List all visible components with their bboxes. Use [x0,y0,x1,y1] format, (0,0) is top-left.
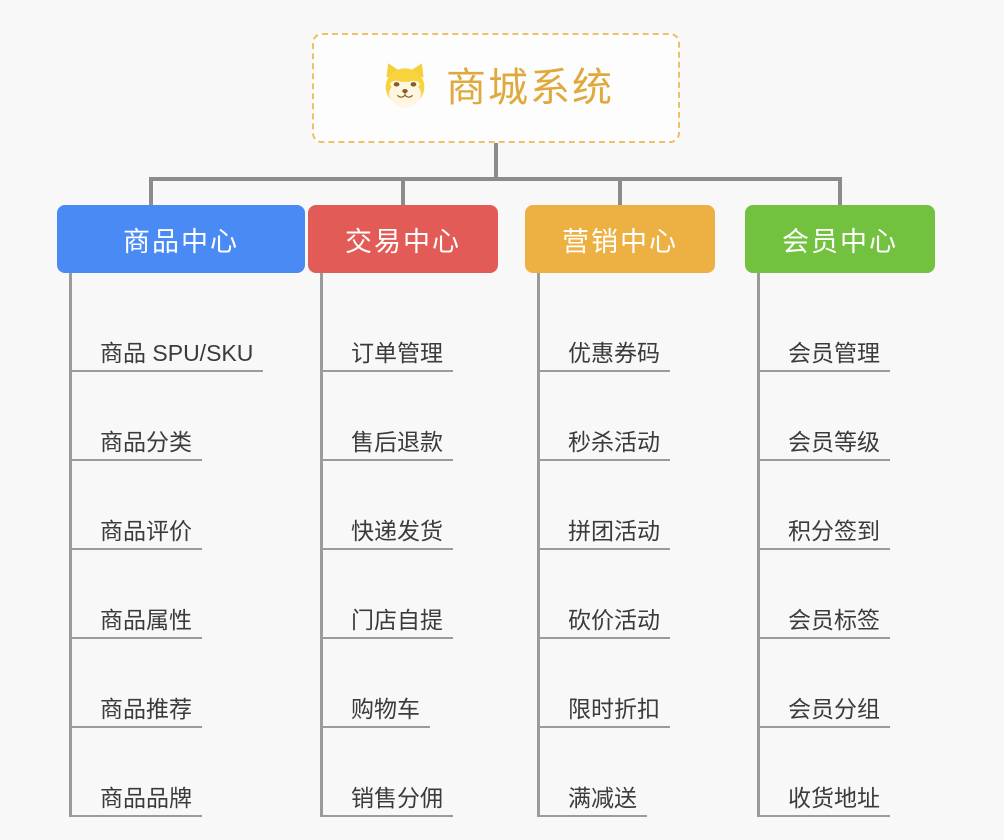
leaf-item[interactable]: 会员标签 [760,550,935,639]
branch-header-label-3: 会员中心 [782,226,898,257]
branch-header-1[interactable]: 交易中心 [308,205,498,273]
leaf-item[interactable]: 售后退款 [323,372,498,461]
branch-营销中心: 营销中心 优惠券码 秒杀活动 拼团活动 砍价活动 限时折扣 满减送 [525,205,715,817]
branch-header-2[interactable]: 营销中心 [525,205,715,273]
leaf-item[interactable]: 商品推荐 [72,639,305,728]
connector-drop-branch-3 [838,177,842,208]
leaf-item[interactable]: 商品分类 [72,372,305,461]
leaf-item[interactable]: 订单管理 [323,283,498,372]
leaf-item[interactable]: 优惠券码 [540,283,715,372]
leaf-label: 售后退款 [323,429,453,461]
leaf-label: 商品品牌 [72,785,202,817]
leaf-label: 砍价活动 [540,607,670,639]
leaf-label: 订单管理 [323,340,453,372]
leaf-item[interactable]: 积分签到 [760,461,935,550]
branch-body-2: 优惠券码 秒杀活动 拼团活动 砍价活动 限时折扣 满减送 [537,273,715,817]
leaf-label: 购物车 [323,696,430,728]
branch-header-0[interactable]: 商品中心 [57,205,305,273]
leaf-item[interactable]: 秒杀活动 [540,372,715,461]
leaf-item[interactable]: 商品 SPU/SKU [72,283,305,372]
branch-交易中心: 交易中心 订单管理 售后退款 快递发货 门店自提 购物车 销售分佣 [308,205,498,817]
leaf-item[interactable]: 限时折扣 [540,639,715,728]
leaf-label: 商品推荐 [72,696,202,728]
branch-header-label-1: 交易中心 [345,226,461,257]
leaf-label: 秒杀活动 [540,429,670,461]
leaf-item[interactable]: 收货地址 [760,728,935,817]
leaf-label: 会员标签 [760,607,890,639]
leaf-label: 积分签到 [760,518,890,550]
connector-drop-branch-2 [618,177,622,208]
leaf-label: 限时折扣 [540,696,670,728]
leaf-label: 会员等级 [760,429,890,461]
root-node[interactable]: 商城系统 [312,33,680,143]
leaf-label: 门店自提 [323,607,453,639]
leaf-item[interactable]: 门店自提 [323,550,498,639]
branch-body-1: 订单管理 售后退款 快递发货 门店自提 购物车 销售分佣 [320,273,498,817]
connector-root-stem [494,143,498,181]
branch-header-label-0: 商品中心 [123,226,239,257]
connector-drop-branch-0 [149,177,153,208]
leaf-item[interactable]: 会员等级 [760,372,935,461]
branch-商品中心: 商品中心 商品 SPU/SKU 商品分类 商品评价 商品属性 商品推荐 商品品牌 [57,205,305,817]
branch-body-3: 会员管理 会员等级 积分签到 会员标签 会员分组 收货地址 [757,273,935,817]
leaf-item[interactable]: 会员管理 [760,283,935,372]
leaf-label: 商品评价 [72,518,202,550]
leaf-item[interactable]: 砍价活动 [540,550,715,639]
branch-body-0: 商品 SPU/SKU 商品分类 商品评价 商品属性 商品推荐 商品品牌 [69,273,305,817]
branch-会员中心: 会员中心 会员管理 会员等级 积分签到 会员标签 会员分组 收货地址 [745,205,935,817]
leaf-item[interactable]: 销售分佣 [323,728,498,817]
leaf-item[interactable]: 购物车 [323,639,498,728]
connector-horizontal-bar [149,177,842,181]
leaf-item[interactable]: 商品属性 [72,550,305,639]
leaf-label: 收货地址 [760,785,890,817]
leaf-item[interactable]: 会员分组 [760,639,935,728]
connector-drop-branch-1 [401,177,405,208]
leaf-label: 快递发货 [323,518,453,550]
leaf-label: 销售分佣 [323,785,453,817]
leaf-label: 商品 SPU/SKU [72,340,264,372]
shiba-dog-face-icon [378,59,432,118]
leaf-item[interactable]: 拼团活动 [540,461,715,550]
leaf-item[interactable]: 满减送 [540,728,715,817]
root-title: 商城系统 [446,66,614,110]
branch-header-3[interactable]: 会员中心 [745,205,935,273]
leaf-item[interactable]: 快递发货 [323,461,498,550]
leaf-item[interactable]: 商品品牌 [72,728,305,817]
leaf-label: 会员分组 [760,696,890,728]
leaf-item[interactable]: 商品评价 [72,461,305,550]
leaf-label: 会员管理 [760,340,890,372]
leaf-label: 拼团活动 [540,518,670,550]
leaf-label: 满减送 [540,785,647,817]
leaf-label: 优惠券码 [540,340,670,372]
branch-header-label-2: 营销中心 [562,226,678,257]
leaf-label: 商品分类 [72,429,202,461]
leaf-label: 商品属性 [72,607,202,639]
